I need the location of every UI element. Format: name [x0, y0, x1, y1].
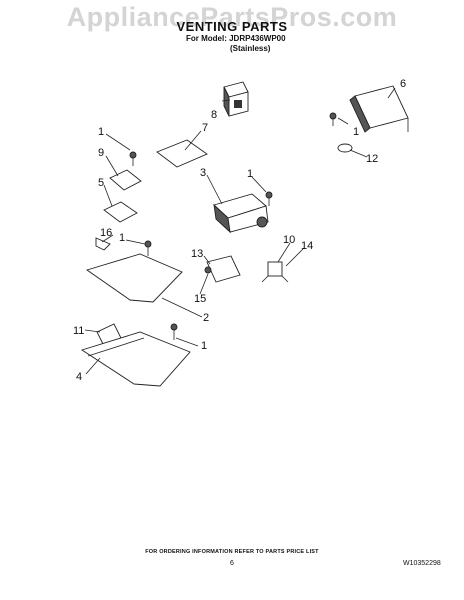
callout-11: 11 — [73, 325, 84, 337]
screw-1e — [170, 323, 178, 340]
callout-9: 9 — [98, 147, 104, 159]
screw-1a — [129, 151, 137, 166]
page-title: VENTING PARTS — [176, 19, 288, 34]
part-16-clip — [95, 237, 111, 251]
callout-13: 13 — [191, 248, 203, 260]
part-4-rail — [87, 337, 145, 357]
callout-15: 15 — [194, 293, 206, 305]
part-6-vent-cover — [349, 85, 409, 133]
part-4-bottom-panel — [80, 331, 191, 387]
part-13-bracket — [206, 255, 241, 283]
part-2-duct-plate — [85, 253, 183, 303]
part-8-bracket — [223, 81, 249, 117]
callout-10: 10 — [283, 234, 295, 246]
callout-4: 4 — [76, 371, 82, 383]
callout-16: 16 — [100, 227, 112, 239]
watermark: AppliancePartsPros.com — [66, 2, 398, 32]
part-3-fan-assembly — [213, 193, 269, 234]
part-9-plate — [109, 169, 142, 191]
callout-8: 8 — [211, 109, 217, 121]
screw-1c — [265, 191, 273, 206]
callout-1-duct: 1 — [119, 232, 125, 244]
callout-1-fan: 1 — [247, 168, 253, 180]
callout-2: 2 — [203, 312, 209, 324]
callout-1-bottom: 1 — [201, 340, 207, 352]
part-7-plate — [156, 139, 208, 168]
part-10-damper — [261, 261, 289, 283]
color-line: (Stainless) — [230, 44, 271, 53]
screw-1d — [329, 112, 337, 126]
screw-15 — [204, 266, 212, 274]
callout-14: 14 — [301, 240, 313, 252]
part-5-plate — [103, 201, 138, 223]
callout-6: 6 — [400, 78, 406, 90]
page-number: 6 — [230, 560, 234, 567]
part-12-washer — [337, 143, 353, 153]
screw-1b — [144, 240, 152, 256]
callout-1-top: 1 — [98, 126, 104, 138]
callout-3: 3 — [200, 167, 206, 179]
callout-7: 7 — [202, 122, 208, 134]
callout-5: 5 — [98, 177, 104, 189]
document-id: W10352298 — [403, 560, 441, 567]
callout-1-vent: 1 — [353, 126, 359, 138]
model-line: For Model: JDRP436WP00 — [186, 34, 286, 43]
callout-12: 12 — [366, 153, 378, 165]
ordering-note: FOR ORDERING INFORMATION REFER TO PARTS … — [145, 549, 319, 555]
